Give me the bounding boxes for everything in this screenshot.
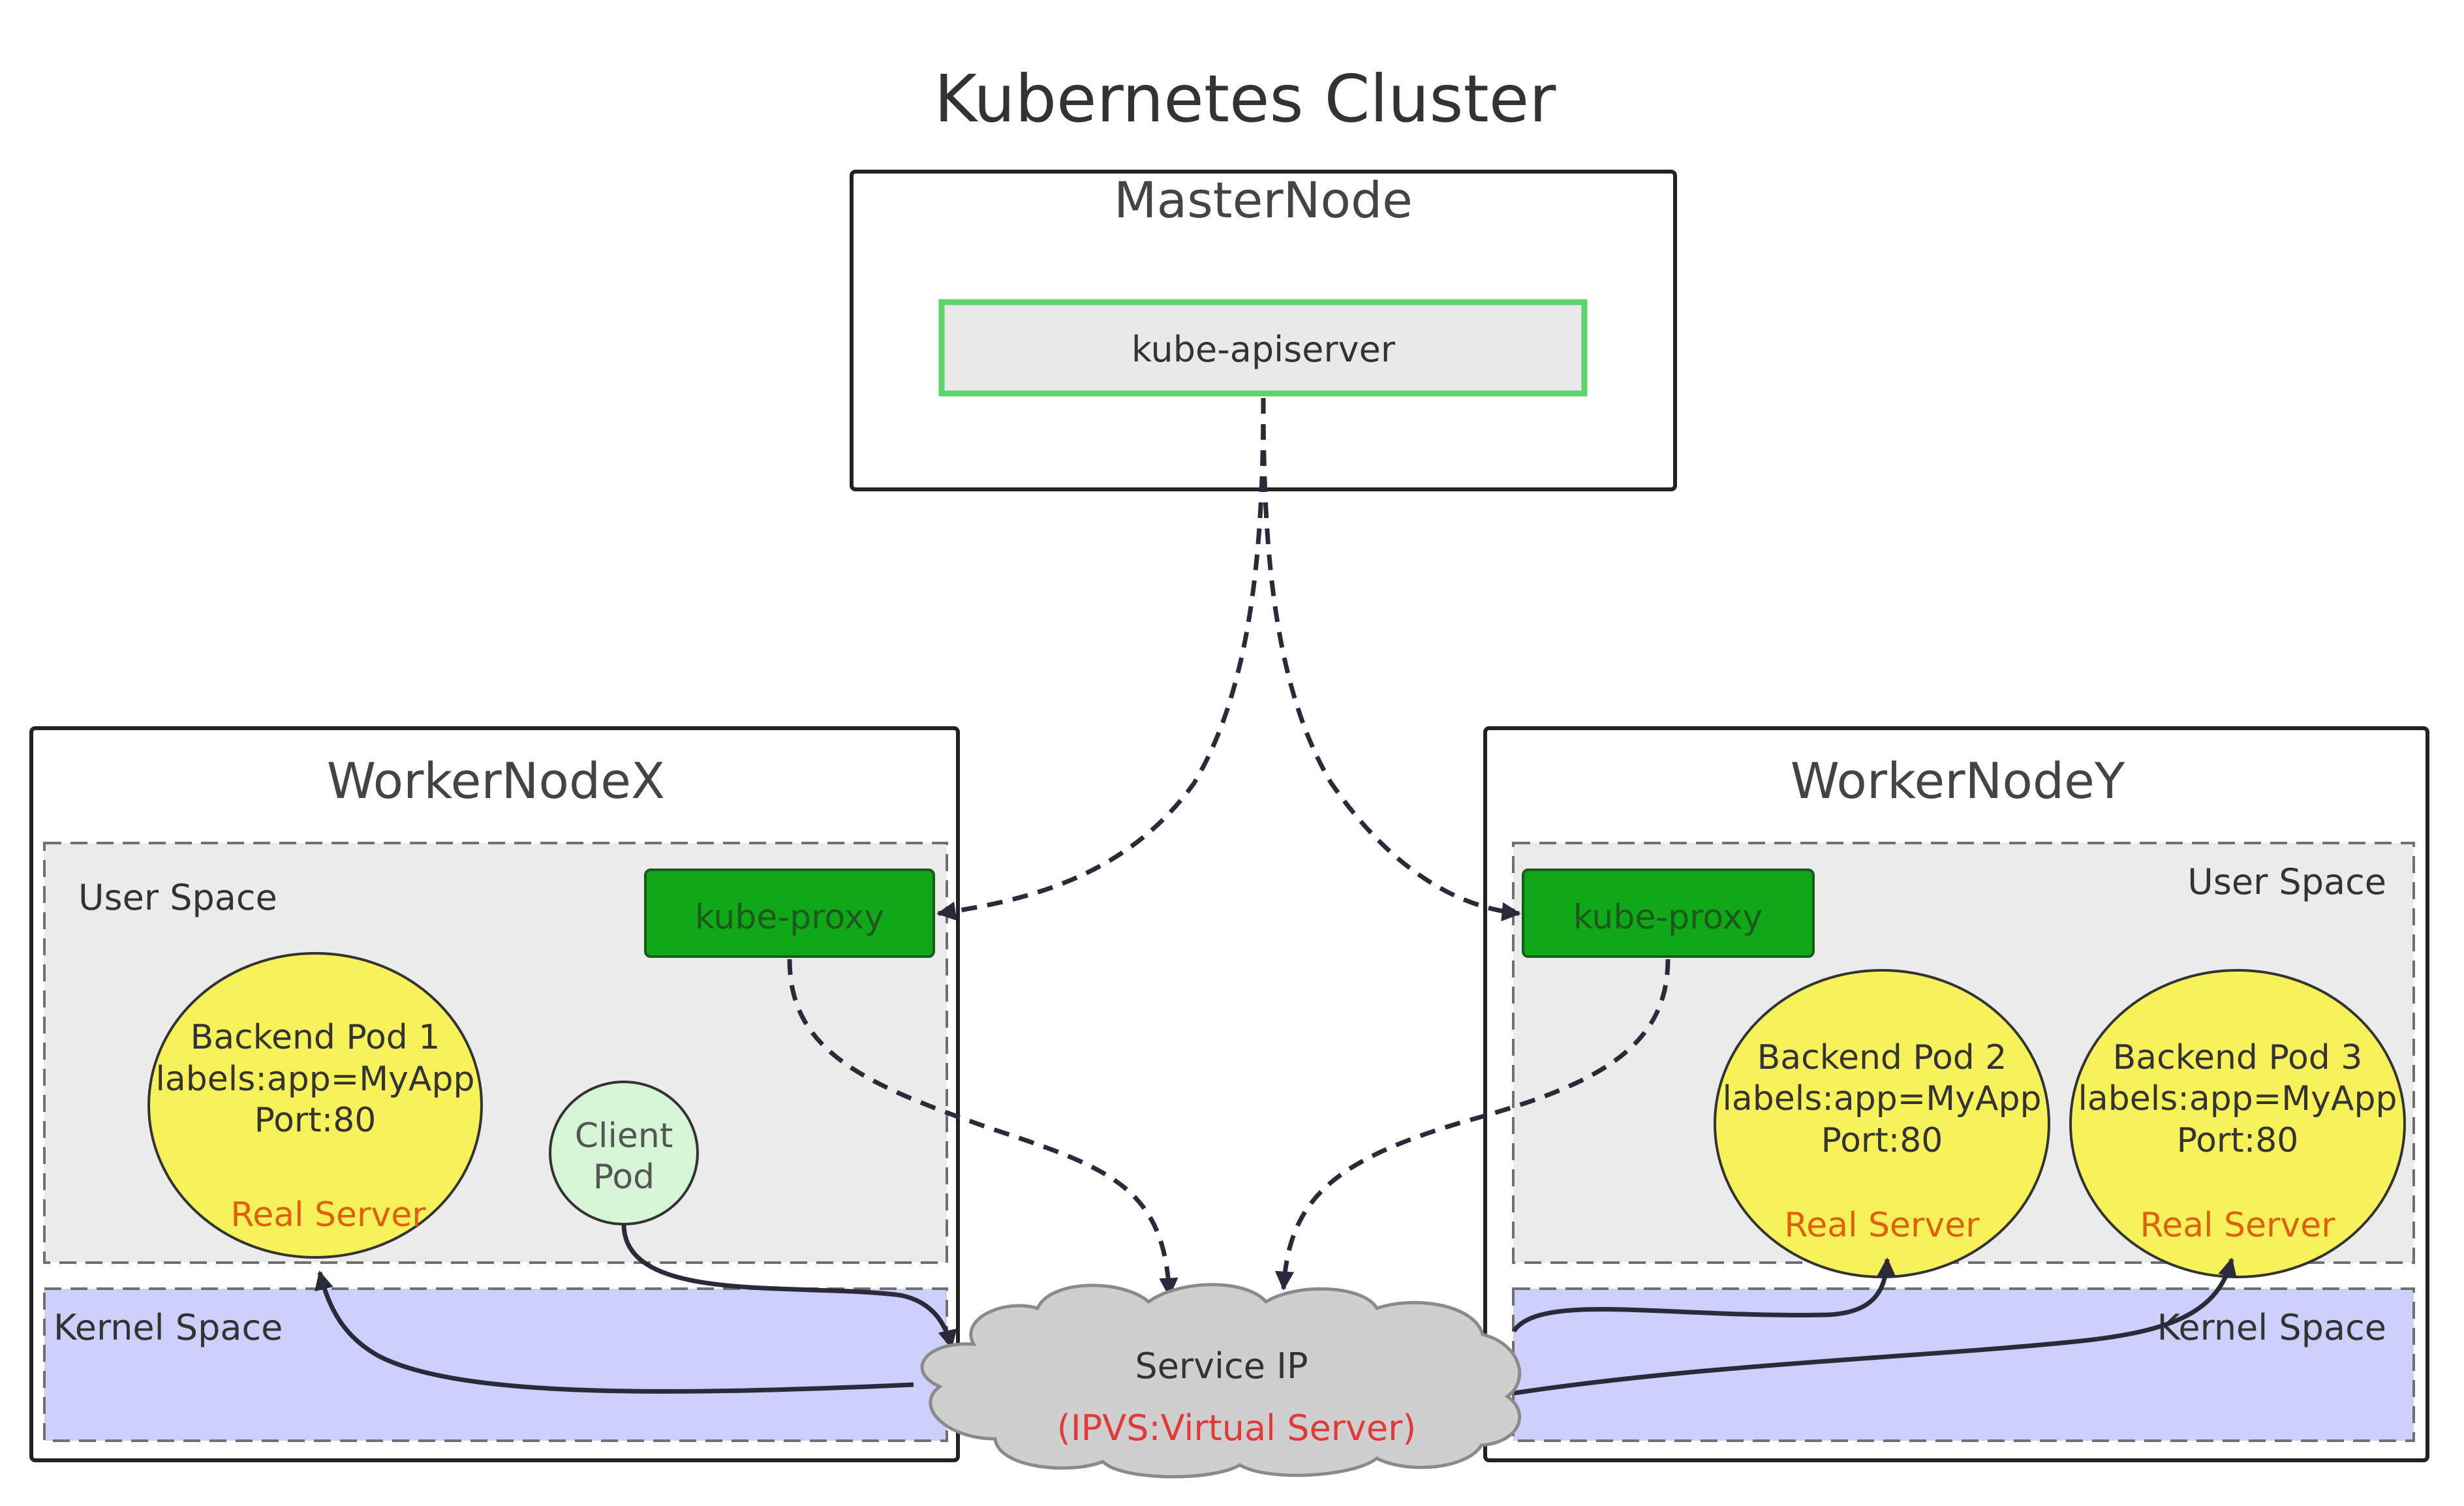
client-pod-line2: Pod [593,1158,654,1197]
backend-pod-2-name: Backend Pod 2 [1757,1038,2007,1077]
backend-pod-3-labels: labels:app=MyApp [2078,1079,2397,1118]
ipvs-virtual-server-label: (IPVS:Virtual Server) [1057,1407,1417,1449]
worker-node-y-title: WorkerNodeY [1791,752,2125,810]
worker-x-kube-proxy-label: kube-proxy [695,898,884,937]
worker-x-kernel-space-label: Kernel Space [54,1307,283,1348]
backend-pod-1-role: Real Server [230,1195,426,1235]
service-ip-label: Service IP [1135,1345,1308,1387]
backend-pod-1-port: Port:80 [254,1101,377,1140]
worker-node-x: WorkerNodeX User Space Kernel Space kube… [29,726,960,1462]
diagram-title: Kubernetes Cluster [934,61,1557,137]
connectors [315,397,2237,1396]
worker-node-y: WorkerNodeY User Space Kernel Space kube… [1483,726,2429,1462]
backend-pod-2-labels: labels:app=MyApp [1722,1079,2041,1118]
kube-apiserver-label: kube-apiserver [1132,329,1396,370]
client-pod-line1: Client [575,1116,673,1156]
backend-pod-1-labels: labels:app=MyApp [155,1060,474,1099]
backend-pod-3-role: Real Server [2140,1206,2335,1245]
worker-y-kernel-space [1512,1287,2415,1442]
service-to-pod-1-link [315,1270,914,1394]
worker-x-kube-proxy[interactable] [644,868,935,958]
worker-y-kube-proxy-label: kube-proxy [1573,898,1763,937]
worker-y-kube-proxy[interactable] [1522,868,1815,958]
worker-x-user-space-label: User Space [78,877,277,918]
worker-y-user-space-label: User Space [2187,861,2386,902]
backend-pod-2-port: Port:80 [1821,1121,1943,1160]
master-node: MasterNode kube-apiserver [850,170,1677,491]
backend-pod-2-role: Real Server [1784,1206,1980,1245]
backend-pod-3[interactable] [2069,969,2406,1278]
service-to-pod-3-link [1513,1257,2237,1396]
worker-y-kernel-space-label: Kernel Space [2157,1307,2386,1348]
master-node-title: MasterNode [1114,171,1413,229]
worker-node-x-title: WorkerNodeX [327,752,665,810]
api-to-proxy-y-link [1261,397,1521,921]
service-ip-cloud[interactable]: Service IP (IPVS:Virtual Server) [920,1283,1522,1479]
kube-apiserver-box[interactable] [938,299,1588,397]
backend-pod-3-name: Backend Pod 3 [2113,1038,2363,1077]
backend-pod-1-name: Backend Pod 1 [191,1018,440,1057]
proxy-y-to-service-link [1274,959,1671,1291]
service-to-pod-2-link [1512,1257,1896,1333]
client-to-service-link [621,1223,957,1349]
backend-pod-1[interactable] [147,952,483,1259]
backend-pod-3-port: Port:80 [2177,1121,2299,1160]
